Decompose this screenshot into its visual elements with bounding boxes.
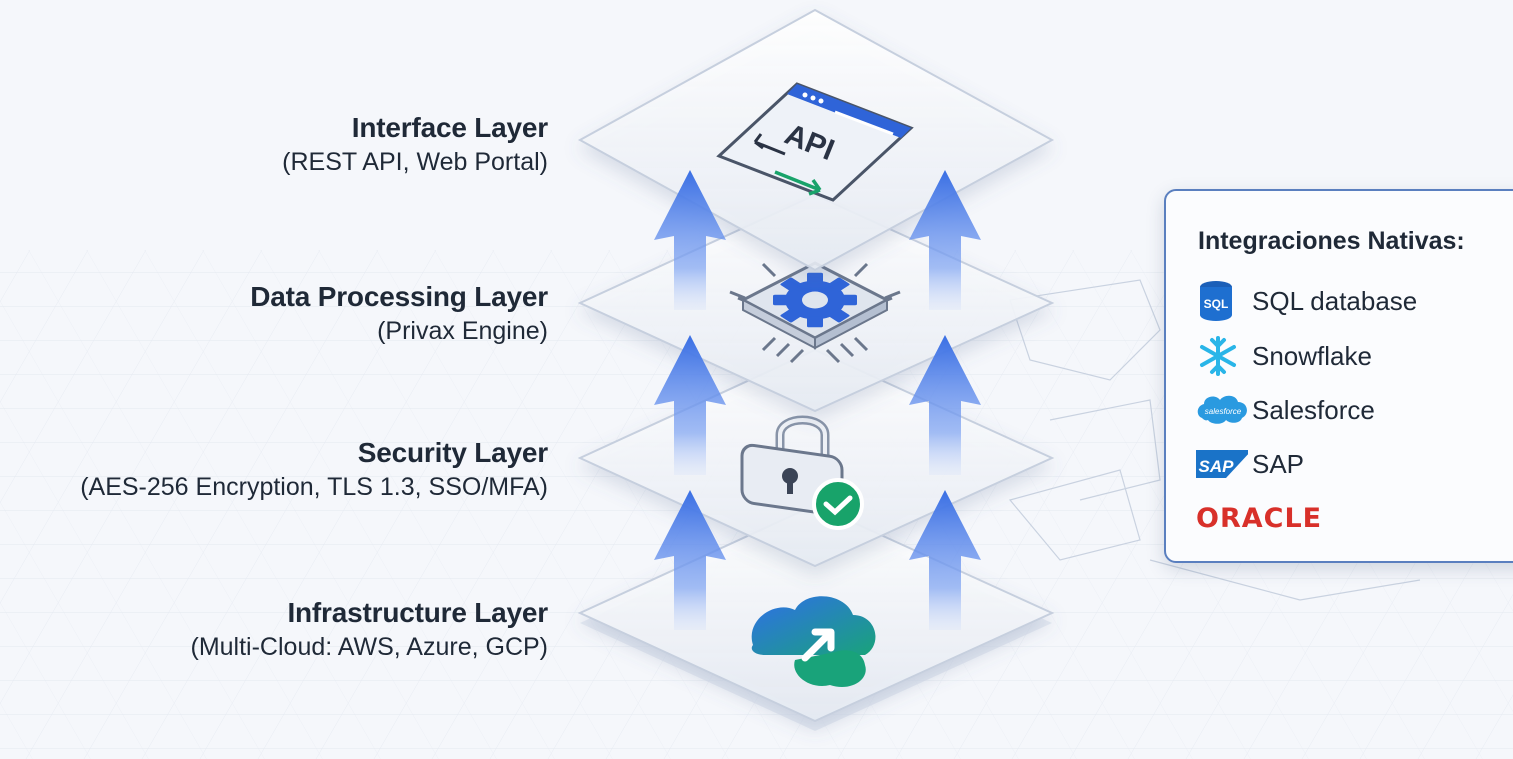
- layer-label-interface: Interface Layer (REST API, Web Portal): [282, 110, 548, 178]
- integration-salesforce: salesforce Salesforce: [1196, 388, 1375, 432]
- oracle-logo: ORACLE: [1196, 502, 1323, 534]
- layer-subtitle: (Multi-Cloud: AWS, Azure, GCP): [190, 632, 549, 661]
- layer-label-data-processing: Data Processing Layer (Privax Engine): [250, 279, 548, 347]
- snowflake-icon: [1196, 334, 1248, 378]
- arrow-up-icon: [654, 170, 726, 310]
- svg-text:SAP: SAP: [1199, 457, 1235, 476]
- arrow-up-icon: [909, 335, 981, 475]
- layer-subtitle: (REST API, Web Portal): [282, 147, 548, 176]
- layer-subtitle: (Privax Engine): [377, 316, 548, 345]
- integration-label: Salesforce: [1252, 394, 1375, 425]
- layer-title: Interface Layer: [351, 112, 548, 143]
- layer-title: Security Layer: [357, 437, 548, 468]
- layer-subtitle: (AES-256 Encryption, TLS 1.3, SSO/MFA): [80, 472, 548, 501]
- integration-oracle: ORACLE: [1196, 496, 1322, 540]
- arrow-up-icon: [909, 490, 981, 630]
- arrow-up-icon: [654, 335, 726, 475]
- cloud-upload-icon: [751, 596, 876, 688]
- integrations-title: Integraciones Nativas:: [1198, 227, 1465, 255]
- integration-sql: SQL SQL database: [1196, 279, 1417, 323]
- up-arrows: [654, 170, 981, 630]
- layer-label-security: Security Layer (AES-256 Encryption, TLS …: [80, 435, 548, 503]
- svg-text:SQL: SQL: [1204, 297, 1229, 311]
- arrow-up-icon: [909, 170, 981, 310]
- integration-label: SAP: [1252, 448, 1305, 479]
- layer-label-infrastructure: Infrastructure Layer (Multi-Cloud: AWS, …: [191, 595, 549, 663]
- integrations-panel: Integraciones Nativas: SQL SQL database: [1164, 189, 1513, 563]
- integration-snowflake: Snowflake: [1196, 334, 1372, 378]
- sap-icon: SAP: [1196, 442, 1248, 486]
- svg-text:salesforce: salesforce: [1205, 407, 1242, 416]
- api-window-icon: API: [716, 82, 914, 202]
- integration-label: Snowflake: [1252, 340, 1372, 371]
- arrow-up-icon: [654, 490, 726, 630]
- layer-title: Infrastructure Layer: [287, 597, 548, 628]
- sql-database-icon: SQL: [1196, 279, 1248, 323]
- layer-title: Data Processing Layer: [250, 281, 548, 312]
- blueprint-lines: [1008, 279, 1421, 601]
- chip-gear-icon: [729, 261, 901, 364]
- salesforce-icon: salesforce: [1196, 388, 1248, 432]
- integration-sap: SAP SAP: [1196, 442, 1304, 486]
- integration-label: SQL database: [1252, 285, 1418, 316]
- padlock-check-icon: [740, 415, 864, 530]
